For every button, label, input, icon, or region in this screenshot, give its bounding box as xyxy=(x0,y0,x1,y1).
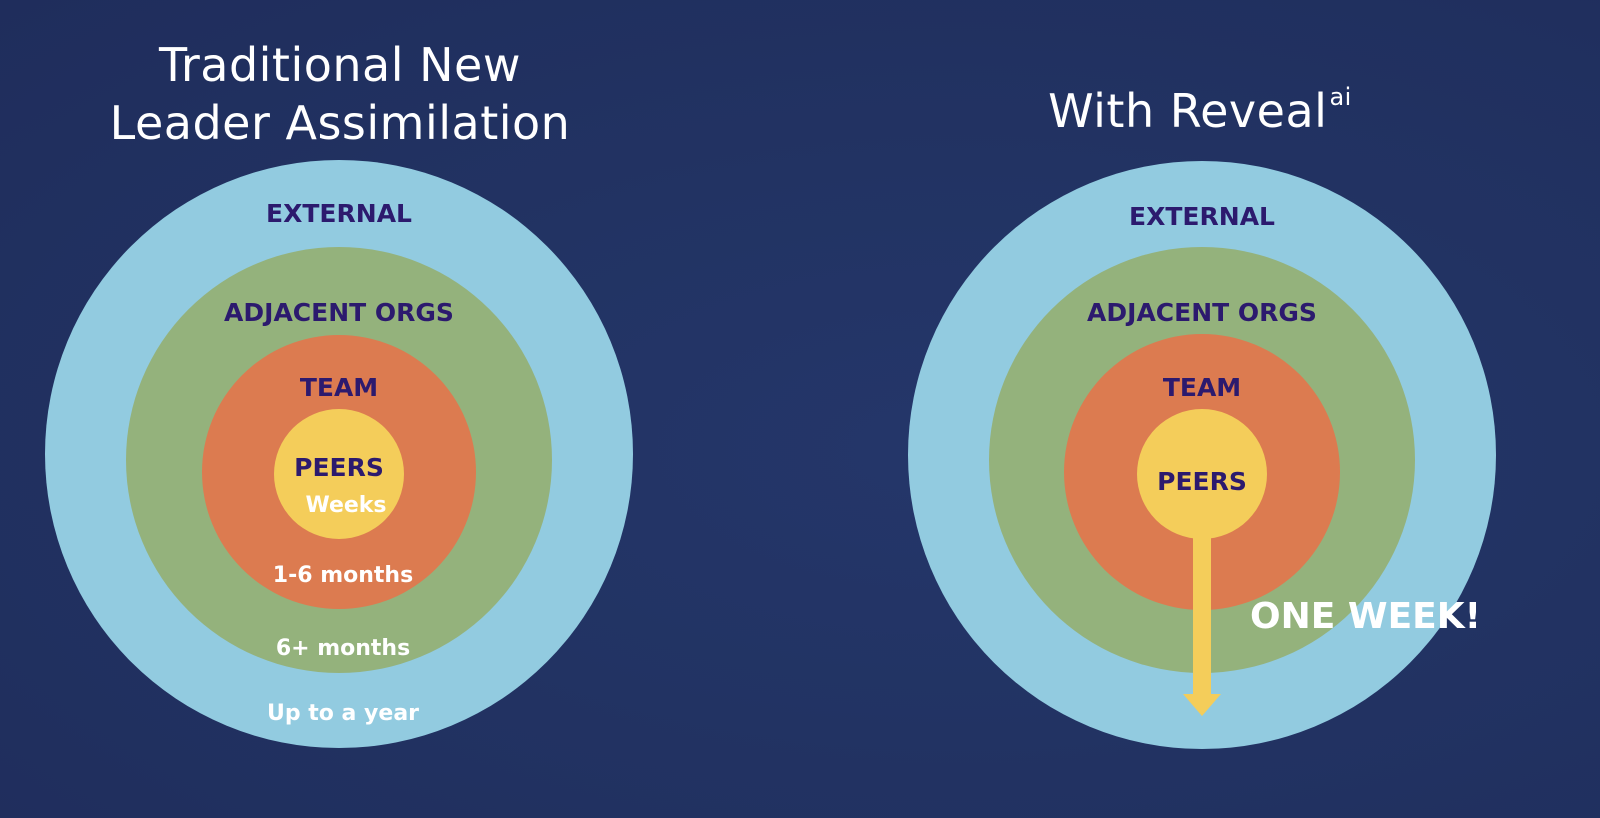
left-title: Traditional New Leader Assimilation xyxy=(40,36,640,152)
right-diagram: EXTERNAL ADJACENT ORGS TEAM PEERS ONE WE… xyxy=(908,161,1496,749)
left-adjacent-duration: 6+ months xyxy=(276,636,410,661)
left-external-label: EXTERNAL xyxy=(266,199,412,228)
left-external-duration: Up to a year xyxy=(267,701,419,726)
left-peers-duration: Weeks xyxy=(305,493,386,518)
left-title-line2: Leader Assimilation xyxy=(109,96,571,150)
right-external-label: EXTERNAL xyxy=(1129,202,1275,231)
left-title-line1: Traditional New xyxy=(159,38,521,92)
left-adjacent-label: ADJACENT ORGS xyxy=(224,298,454,327)
right-title-superscript: ai xyxy=(1329,83,1352,111)
right-adjacent-label: ADJACENT ORGS xyxy=(1087,298,1317,327)
right-peers-core xyxy=(1137,409,1267,539)
right-title: With Revealai xyxy=(960,68,1440,140)
down-arrow-icon xyxy=(1183,520,1221,716)
right-peers-label: PEERS xyxy=(1157,467,1247,496)
left-team-label: TEAM xyxy=(300,373,378,402)
left-diagram: EXTERNAL ADJACENT ORGS TEAM PEERS Weeks … xyxy=(45,160,633,748)
left-peers-core xyxy=(274,409,404,539)
one-week-callout: ONE WEEK! xyxy=(1250,596,1481,637)
left-peers-label: PEERS xyxy=(294,453,384,482)
left-team-duration: 1-6 months xyxy=(273,563,413,588)
right-team-label: TEAM xyxy=(1163,373,1241,402)
right-title-text: With Reveal xyxy=(1048,84,1328,138)
